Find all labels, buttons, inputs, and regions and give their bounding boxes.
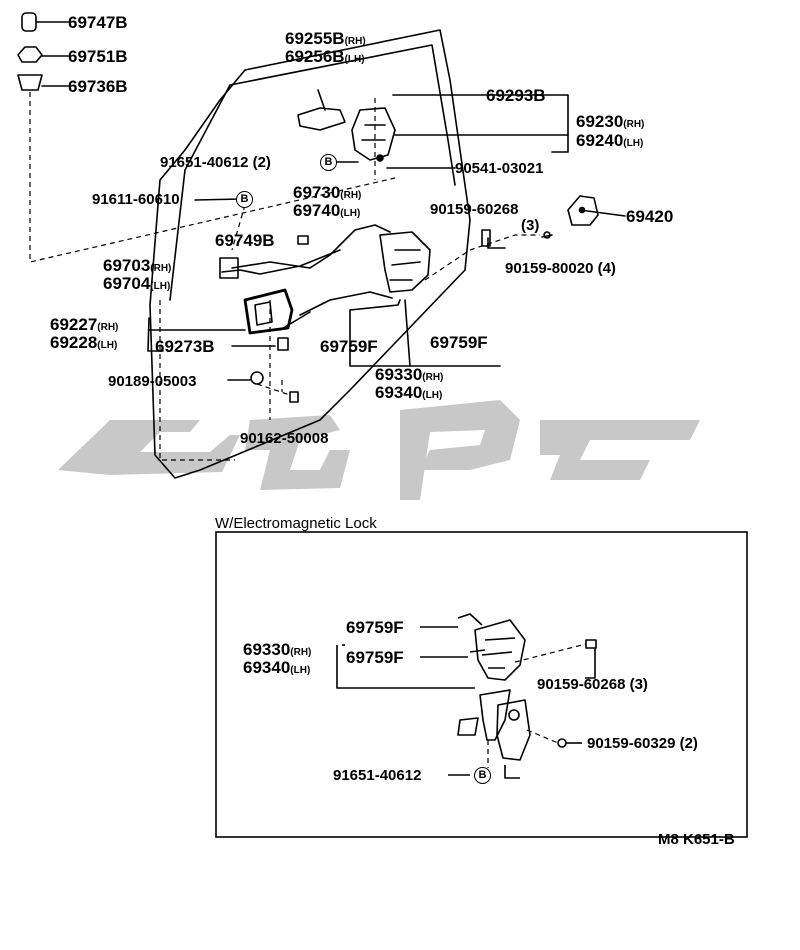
part-label-69240: 69240(LH) xyxy=(576,131,644,150)
inset-label-69759f-bottom: 69759F xyxy=(346,648,404,667)
clip-69736b xyxy=(17,74,43,91)
clip-69751b xyxy=(17,46,43,63)
inset-label-69340: 69340(LH) xyxy=(243,658,311,677)
inset-title: W/Electromagnetic Lock xyxy=(215,515,377,532)
drawing-code: M8 K651-B xyxy=(658,831,735,848)
part-label-69330: 69330(RH) xyxy=(375,365,444,384)
part-label-69749b: 69749B xyxy=(215,231,275,250)
part-label-69736b: 69736B xyxy=(68,77,128,96)
part-label-91611-60610: 91611-60610 xyxy=(92,191,180,208)
inset-reference-marker-b: B xyxy=(474,767,491,784)
part-label-69256b: 69256B(LH) xyxy=(285,47,365,66)
part-label-69293b: 69293B xyxy=(486,86,546,105)
clip-69747b xyxy=(21,12,37,32)
part-label-69228: 69228(LH) xyxy=(50,333,118,352)
part-label-69747b: 69747B xyxy=(68,13,128,32)
reference-marker-b: B xyxy=(320,154,337,171)
part-label-69273b: 69273B xyxy=(155,337,215,356)
part-label-69255b: 69255B(RH) xyxy=(285,29,366,48)
door-outline xyxy=(149,29,471,479)
part-label-69227: 69227(RH) xyxy=(50,315,119,334)
part-qty-90159-60268: (3) xyxy=(521,217,540,234)
inset-label-91651-40612: 91651-40612 xyxy=(333,767,422,784)
part-label-69759f-left: 69759F xyxy=(320,337,378,356)
part-label-69751b: 69751B xyxy=(68,47,128,66)
part-label-90189-05003: 90189-05003 xyxy=(108,373,197,390)
watermark-logo xyxy=(58,400,700,500)
part-label-90541-03021: 90541-03021 xyxy=(455,160,544,177)
inset-box xyxy=(215,531,748,838)
part-label-69340: 69340(LH) xyxy=(375,383,443,402)
part-label-69230: 69230(RH) xyxy=(576,112,645,131)
part-label-90159-80020: 90159-80020 (4) xyxy=(505,260,616,277)
part-label-69759f-right: 69759F xyxy=(430,333,488,352)
part-label-90159-60268: 90159-60268 xyxy=(430,201,519,218)
part-label-69740: 69740(LH) xyxy=(293,201,361,220)
inset-label-90159-60268: 90159-60268 (3) xyxy=(537,676,648,693)
inset-label-90159-60329: 90159-60329 (2) xyxy=(587,735,698,752)
part-label-69420: 69420 xyxy=(626,207,674,226)
part-label-91651-40612: 91651-40612 (2) xyxy=(160,154,271,171)
reference-marker-b: B xyxy=(236,191,253,208)
part-label-69730: 69730(RH) xyxy=(293,183,362,202)
inset-label-69330: 69330(RH) xyxy=(243,640,312,659)
part-label-90162-50008: 90162-50008 xyxy=(240,430,329,447)
inset-label-69759f-top: 69759F xyxy=(346,618,404,637)
part-label-69703: 69703(RH) xyxy=(103,256,172,275)
part-label-69704: 69704(LH) xyxy=(103,274,171,293)
